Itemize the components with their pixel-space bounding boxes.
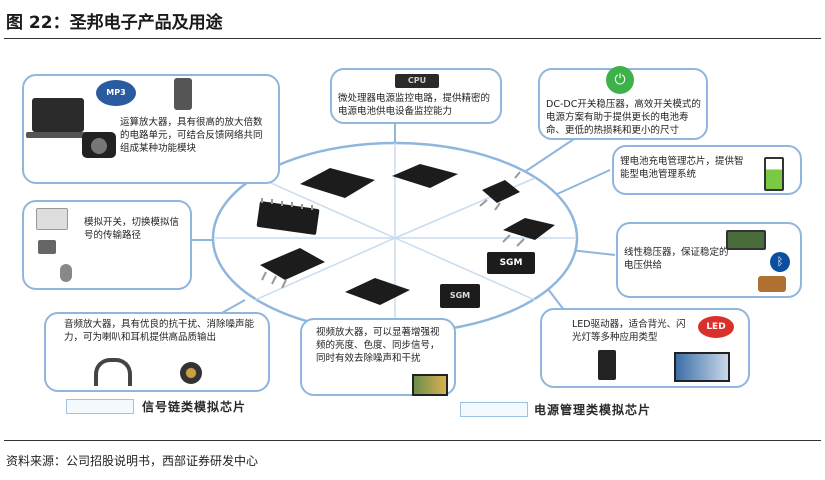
cpu-chip-icon: CPU xyxy=(395,74,439,88)
device-icon xyxy=(36,208,68,230)
speaker-icon xyxy=(180,362,202,384)
led-icon: LED xyxy=(698,316,734,338)
mp3-label: MP3 xyxy=(106,88,126,97)
audio-amp-text: 音频放大器，具有优良的抗干扰、消除噪声能力，可为喇叭和耳机提供高品质输出 xyxy=(64,319,255,343)
legend-swatch-power xyxy=(460,402,528,417)
video-amp-box: 视频放大器，可以显著增强视频的亮度、色度、同步信号，同时有效去除噪声和干扰 xyxy=(300,318,456,396)
battery-icon xyxy=(764,157,784,191)
figure-title: 图 22：圣邦电子产品及用途 xyxy=(6,13,223,33)
chip-sgm-label-2: SGM xyxy=(449,291,471,300)
mcu-monitor-text: 微处理器电源监控电路，提供精密的电源电池供电设备监控能力 xyxy=(338,93,491,117)
bluetooth-icon: ᛒ xyxy=(770,252,790,272)
analog-switch-box: 模拟开关，切换模拟信号的传输路径 xyxy=(22,200,192,290)
chip-square-top-left xyxy=(300,168,375,198)
headphones-icon xyxy=(94,358,132,386)
analog-switch-text: 模拟开关，切换模拟信号的传输路径 xyxy=(84,217,180,241)
op-amp-box: MP3 运算放大器，具有很高的放大倍数的电路单元，可结合反馈网络共同组成某种功能… xyxy=(22,74,280,184)
chip-sgm-label: SGM xyxy=(499,258,523,268)
li-charger-box: 锂电池充电管理芯片，提供智能型电池管理系统 xyxy=(612,145,802,195)
legend-signal-chain: 信号链类模拟芯片 xyxy=(142,400,247,414)
mcu-monitor-box: CPU 微处理器电源监控电路，提供精密的电源电池供电设备监控能力 xyxy=(330,68,502,124)
chip-sgm-bottom: SGM xyxy=(440,284,480,308)
tv-icon xyxy=(412,374,448,396)
connector-ldo xyxy=(569,249,616,256)
chip-square-top-right xyxy=(392,164,458,188)
monitor-icon xyxy=(674,352,730,382)
cpu-label: CPU xyxy=(407,76,427,85)
divider-8 xyxy=(254,175,396,239)
divider-4 xyxy=(394,237,536,301)
microphone-icon xyxy=(60,264,72,282)
top-rule xyxy=(4,38,821,39)
video-amp-text: 视频放大器，可以显著增强视频的亮度、色度、同步信号，同时有效去除噪声和干扰 xyxy=(316,327,440,364)
chip-soic-left xyxy=(256,198,320,235)
sim-card-icon xyxy=(38,240,56,254)
legend-swatch-signal xyxy=(66,399,134,414)
audio-amp-box: 音频放大器，具有优良的抗干扰、消除噪声能力，可为喇叭和耳机提供高品质输出 xyxy=(44,312,270,392)
mp3-icon: MP3 xyxy=(96,80,136,106)
connector-li xyxy=(554,169,611,196)
divider-6 xyxy=(254,237,396,301)
op-amp-text: 运算放大器，具有很高的放大倍数的电路单元，可结合反馈网络共同组成某种功能模块 xyxy=(120,117,263,154)
dcdc-text: DC-DC开关稳压器，高效开关模式的电源方案有助于提供更长的电池寿命、更低的热损… xyxy=(546,99,701,136)
power-button-icon: ⏻ xyxy=(606,66,634,94)
chip-dpak-right xyxy=(502,218,555,247)
source-note: 资料来源：公司招股说明书，西部证券研发中心 xyxy=(6,454,259,468)
led-driver-text: LED驱动器，适合背光、闪光灯等多种应用类型 xyxy=(572,319,686,343)
led-label: LED xyxy=(706,322,726,332)
led-driver-box: LED驱动器，适合背光、闪光灯等多种应用类型 LED xyxy=(540,308,750,388)
dcdc-box: ⏻ DC-DC开关稳压器，高效开关模式的电源方案有助于提供更长的电池寿命、更低的… xyxy=(538,66,708,140)
flash-icon xyxy=(598,350,616,380)
screen-icon xyxy=(726,230,766,250)
chip-qfn-bottom xyxy=(345,278,410,305)
bottom-rule xyxy=(4,440,821,441)
camera-lens-icon xyxy=(91,138,107,154)
chip-sot-right xyxy=(479,171,521,211)
chip-sgm-right: SGM xyxy=(487,252,535,274)
laptop-base-icon xyxy=(26,132,90,138)
legend-power-mgmt: 电源管理类模拟芯片 xyxy=(534,403,652,417)
li-charger-text: 锂电池充电管理芯片，提供智能型电池管理系统 xyxy=(620,156,744,180)
radio-icon xyxy=(758,276,786,292)
chip-dip-left xyxy=(260,248,325,289)
laptop-icon xyxy=(32,98,84,132)
connector-dcdc xyxy=(519,134,581,176)
ldo-text: 线性稳压器，保证稳定的电压供给 xyxy=(624,247,729,271)
ldo-box: 线性稳压器，保证稳定的电压供给 ᛒ xyxy=(616,222,802,298)
phone-icon xyxy=(174,78,192,110)
